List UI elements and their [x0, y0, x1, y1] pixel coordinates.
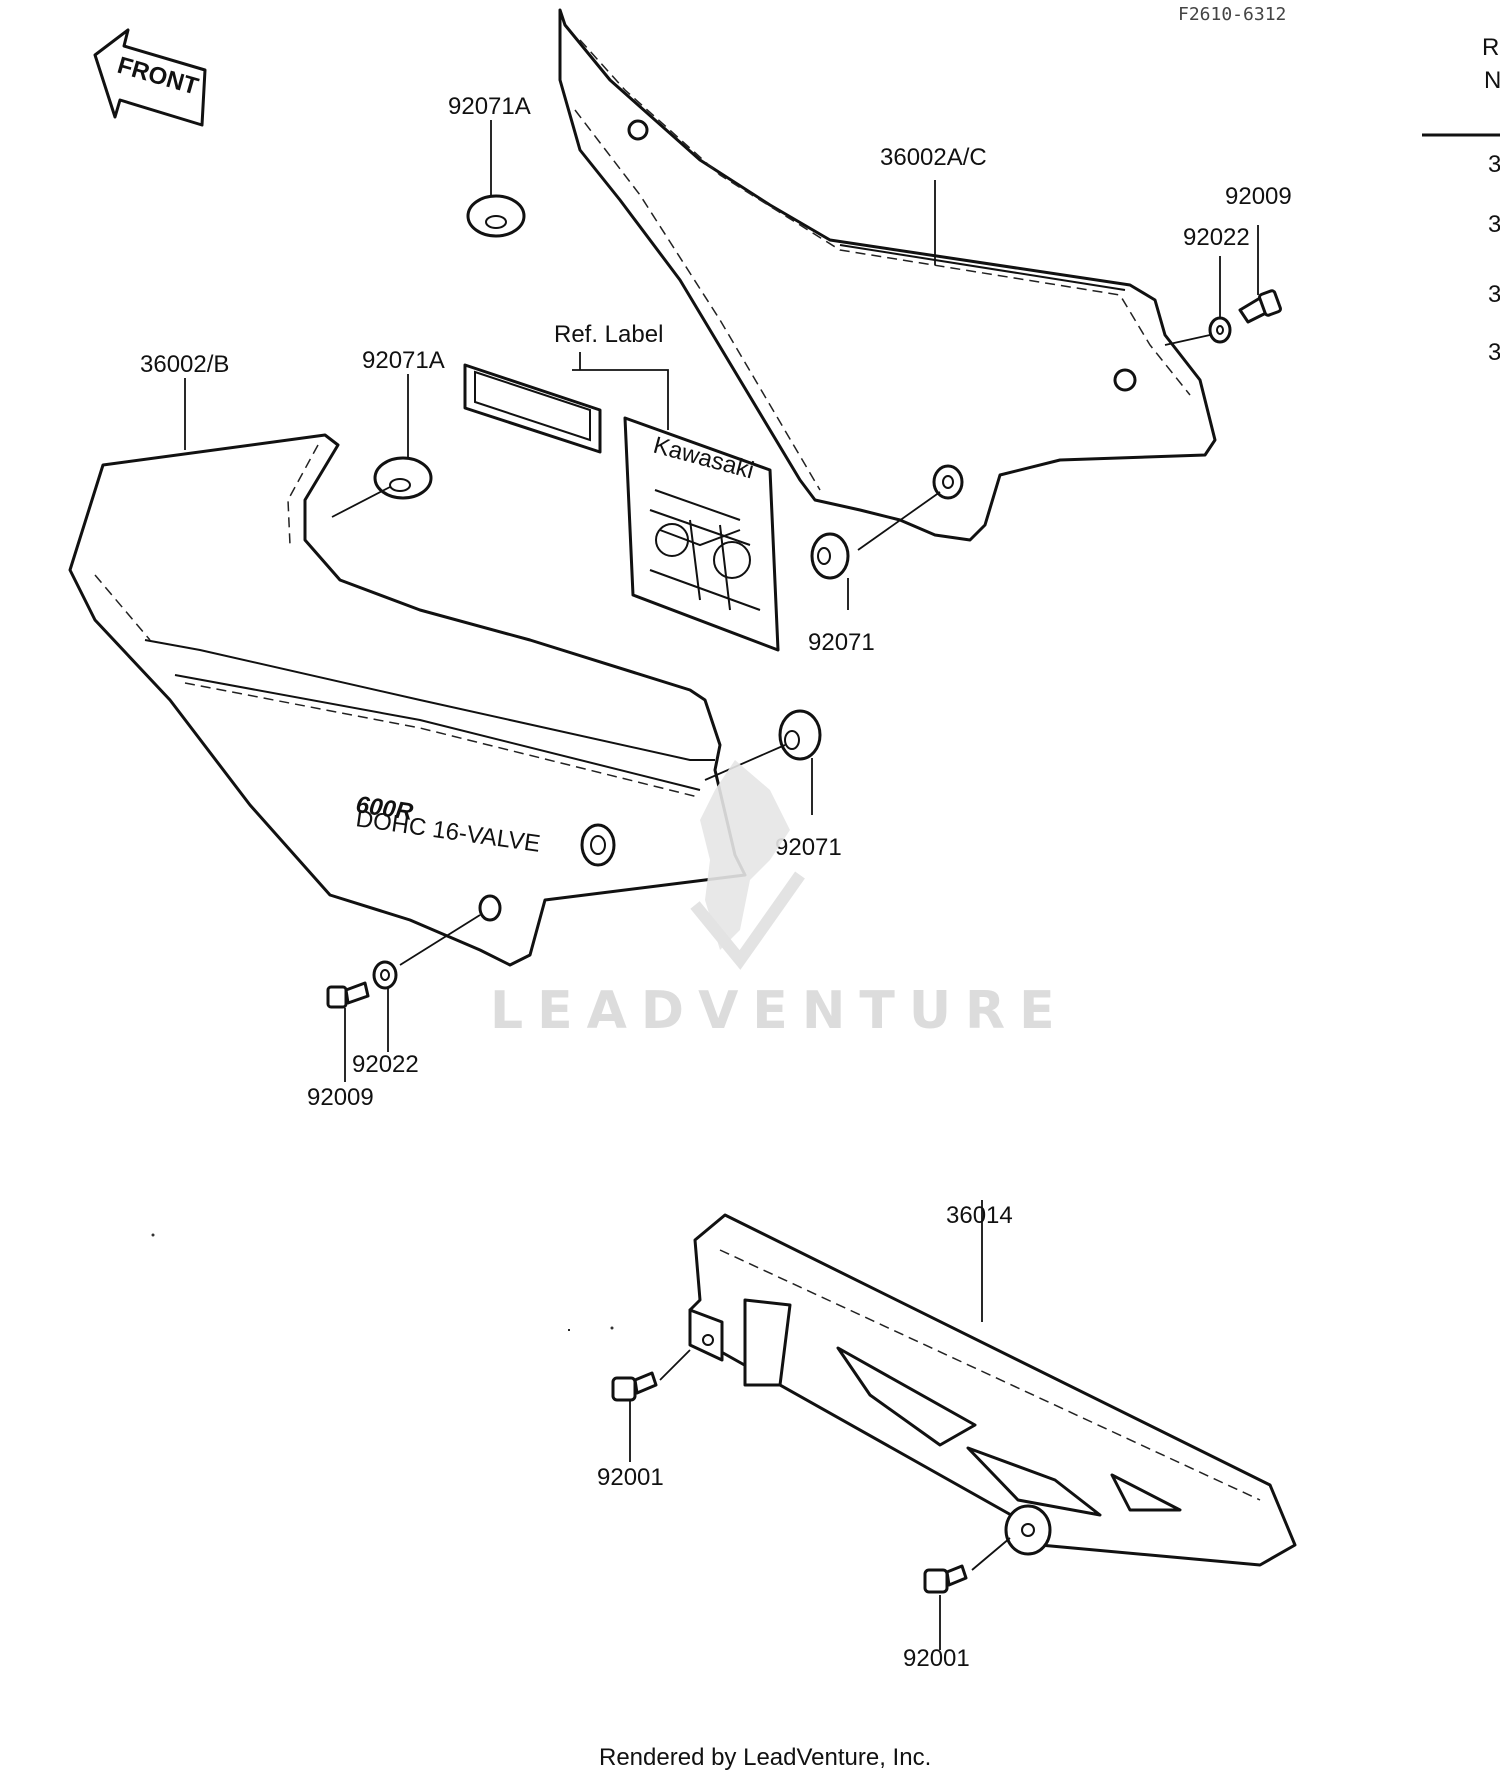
grommet-92071-left[interactable]: [778, 709, 822, 761]
washer-92022-left[interactable]: [372, 960, 398, 990]
label-washer-left: 92022: [352, 1051, 419, 1078]
label-grommet-top: 92071A: [448, 93, 531, 120]
table-row-4: 3: [1488, 339, 1500, 366]
footer-credit: Rendered by LeadVenture, Inc.: [599, 1744, 931, 1771]
table-header-n: N: [1484, 67, 1500, 94]
ref-label-strip[interactable]: [463, 363, 602, 454]
table-row-1: 3: [1488, 151, 1500, 178]
bolt-92009-left[interactable]: [326, 981, 370, 1009]
side-cover-right[interactable]: [558, 8, 1217, 542]
ref-label-kawasaki[interactable]: Kawasaki: [623, 416, 780, 652]
label-bolt-guard-front: 92001: [597, 1464, 664, 1491]
label-bolt-left: 92009: [307, 1084, 374, 1111]
label-grommet-left: 92071A: [362, 347, 445, 374]
bolt-92001-front[interactable]: [611, 1371, 658, 1402]
bolt-92009-right[interactable]: [1238, 289, 1282, 324]
table-header-r: R: [1482, 34, 1499, 61]
label-grommet-left-lower: 92071: [775, 834, 842, 861]
table-row-3: 3: [1488, 281, 1500, 308]
stud-icon: [627, 119, 649, 141]
parts-table-partial: R N 3 3 3 3: [1422, 34, 1500, 366]
label-cover-right: 36002A/C: [880, 144, 987, 171]
stud-icon: [1113, 368, 1137, 392]
leader-lines: [184, 120, 1259, 1650]
label-ref-label: Ref. Label: [554, 321, 663, 348]
watermark-text: LEADVENTURE: [490, 981, 1069, 1041]
side-cover-left[interactable]: 600R DOHC 16-VALVE: [68, 433, 747, 967]
grommet-92071A-left[interactable]: [373, 456, 433, 500]
label-bolt-right: 92009: [1225, 183, 1292, 210]
label-washer-right: 92022: [1183, 224, 1250, 251]
drawing-code: F2610-6312: [1178, 4, 1286, 25]
chain-guard-36014[interactable]: [688, 1213, 1297, 1567]
leadventure-watermark: LEADVENTURE: [490, 760, 1069, 1041]
label-chain-guard: 36014: [946, 1202, 1013, 1229]
table-row-2: 3: [1488, 211, 1500, 238]
washer-92022-right[interactable]: [1208, 316, 1232, 344]
grommet-92071A-top[interactable]: [466, 194, 526, 238]
label-grommet-right-lower: 92071: [808, 629, 875, 656]
front-arrow-icon: FRONT: [93, 28, 207, 127]
bolt-92001-rear[interactable]: [923, 1564, 968, 1594]
grommet-92071-right[interactable]: [810, 532, 850, 580]
label-bolt-guard-rear: 92001: [903, 1645, 970, 1672]
label-cover-left: 36002/B: [140, 351, 229, 378]
